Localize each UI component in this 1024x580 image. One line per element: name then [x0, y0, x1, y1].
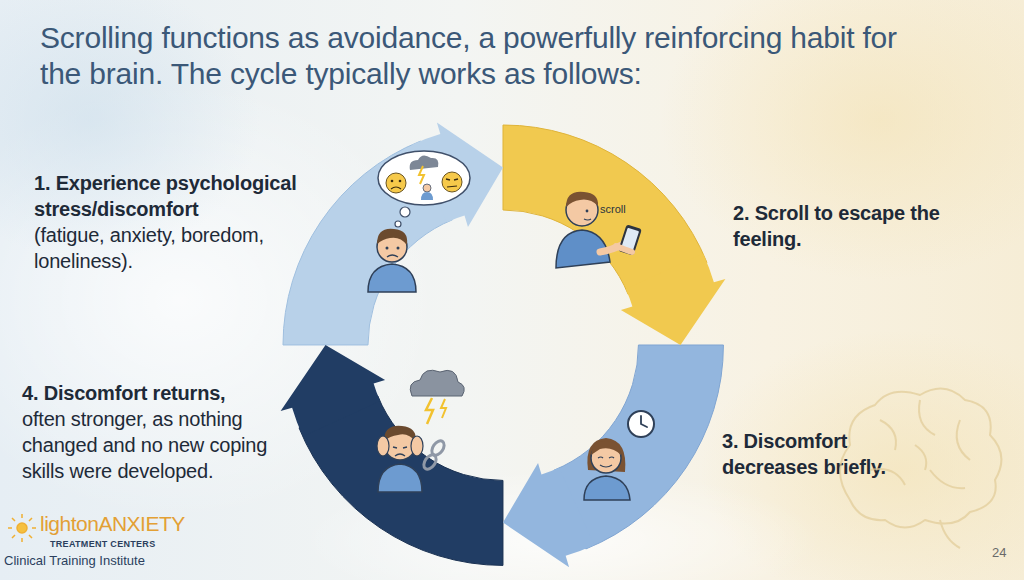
step-description: (fatigue, anxiety, boredom, loneliness).: [34, 222, 339, 274]
distressed-person-figure: [377, 426, 423, 492]
logo-sun-icon: [8, 514, 36, 542]
step-heading: 1. Experience psychological stress/disco…: [34, 170, 339, 222]
step-description: often stronger, as nothing changed and n…: [22, 406, 307, 484]
relieved-person-figure: [584, 438, 630, 500]
logo-text: Clinical Training Institute: [4, 553, 145, 568]
step-heading: 2. Scroll to escape the feeling.: [733, 200, 968, 252]
stressed-person-figure: [368, 229, 416, 292]
cycle-arrowhead: [281, 345, 385, 436]
step-heading: 4. Discomfort returns,: [22, 380, 307, 406]
slide-title: Scrolling functions as avoidance, a powe…: [40, 20, 940, 92]
step-text-block: 1. Experience psychological stress/disco…: [34, 170, 339, 274]
cycle-arrowhead: [621, 254, 725, 345]
clock-icon: [628, 411, 654, 437]
logo-text: lightonANXIETY: [40, 512, 185, 536]
broken-chain-icon: [421, 439, 446, 472]
step-heading: 3. Discomfort decreases briefly.: [722, 428, 932, 480]
brain-outline: [840, 389, 1001, 548]
thought-bubble: [378, 151, 470, 227]
page-number: 24: [992, 545, 1006, 560]
phone-caption: scroll: [600, 203, 626, 215]
step-text-block: 2. Scroll to escape the feeling.: [733, 200, 968, 252]
storm-cloud-icon: [410, 370, 464, 424]
cycle-arrowhead: [503, 463, 594, 567]
cycle-arrowhead: [412, 123, 503, 227]
scrolling-person-figure: [556, 192, 642, 268]
logo-text: TREATMENT CENTERS: [50, 539, 155, 549]
step-text-block: 3. Discomfort decreases briefly.: [722, 428, 932, 480]
step-text-block: 4. Discomfort returns,often stronger, as…: [22, 380, 307, 484]
